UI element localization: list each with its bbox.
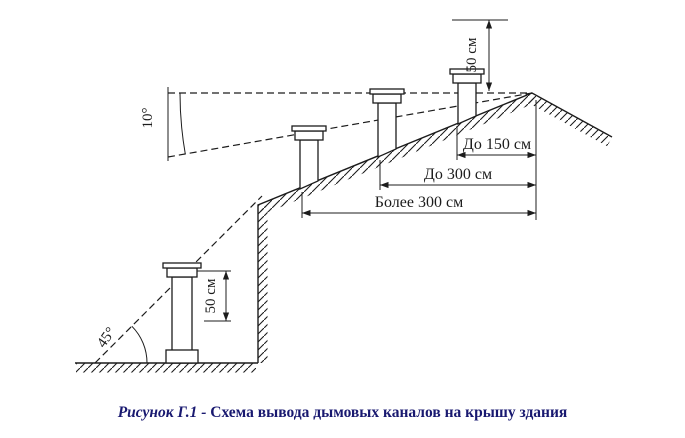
chimney-cap xyxy=(294,130,324,141)
ground-hatch xyxy=(76,363,256,373)
figure-caption-text: Схема вывода дымовых каналов на крышу зд… xyxy=(210,404,568,421)
diagram-canvas: 10° 45° 50 см 50 см До 150 см До 300 см … xyxy=(75,19,613,373)
dim-50-left xyxy=(197,270,231,322)
chimney-base xyxy=(165,349,199,364)
height-50-left-label: 50 см xyxy=(203,278,219,313)
right-slope-hatch xyxy=(527,93,612,147)
figure-caption-label: Рисунок Г.1 - xyxy=(117,404,207,421)
roof-slope-hatch xyxy=(258,93,536,215)
dim-50-top xyxy=(452,19,508,91)
chimney-body xyxy=(457,82,477,126)
building-outline xyxy=(75,92,613,364)
chimney-1 xyxy=(162,262,202,364)
section-hatching xyxy=(76,93,612,373)
angle-45-label: 45° xyxy=(94,325,119,351)
chimney-cap xyxy=(166,267,198,278)
wall-hatch xyxy=(258,206,268,363)
dist-300-label: До 300 см xyxy=(424,166,492,183)
dim-150 xyxy=(456,100,537,220)
dim-300 xyxy=(379,160,536,190)
dist-over-300-label: Более 300 см xyxy=(375,194,463,211)
chimney-2 xyxy=(291,125,327,191)
chimney-cap-plate xyxy=(162,262,202,269)
chimney-3 xyxy=(369,88,405,159)
angle-45-arc xyxy=(131,325,148,364)
chimney-cap-plate xyxy=(369,88,405,95)
dist-150-label: До 150 см xyxy=(463,136,531,153)
sight-line-10 xyxy=(167,92,533,158)
chimney-body xyxy=(377,102,397,159)
sight-line-45 xyxy=(94,195,263,364)
chimney-4 xyxy=(449,68,485,126)
chimney-cap-plate xyxy=(291,125,327,132)
chimney-cap xyxy=(452,73,482,84)
angle-10-arc xyxy=(179,92,186,155)
height-50-top-label: 50 см xyxy=(464,37,480,72)
angle-10-label: 10° xyxy=(140,108,156,129)
chimney-cap xyxy=(372,93,402,104)
figure-caption: Рисунок Г.1 - Схема вывода дымовых канал… xyxy=(0,404,685,422)
chimney-body xyxy=(299,139,319,191)
chimney-cap-plate xyxy=(449,68,485,75)
dim-over-300 xyxy=(301,192,536,218)
